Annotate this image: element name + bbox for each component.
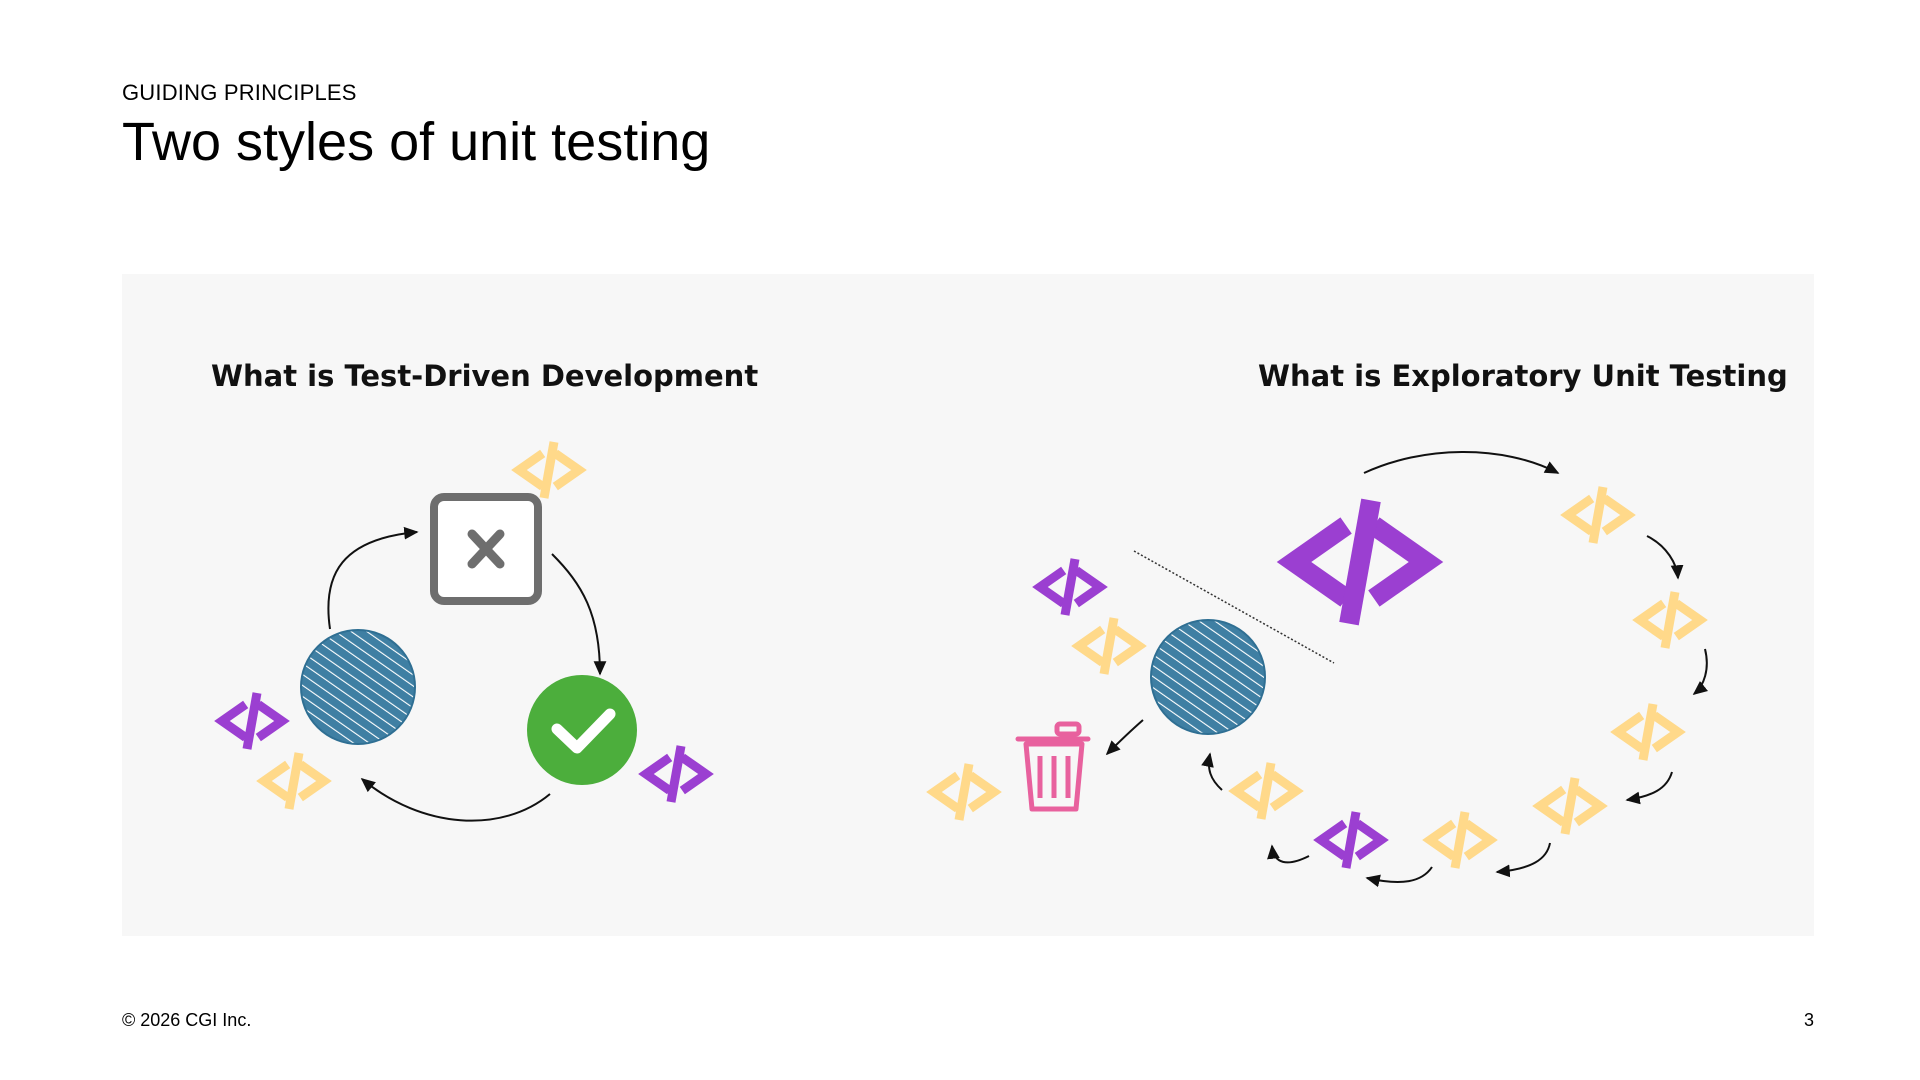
explore-arrow-discard: [1105, 719, 1144, 756]
code-tag-icon: [1568, 487, 1628, 543]
code-tag-icon: [1079, 618, 1139, 674]
explore-arrow: [1692, 648, 1708, 696]
failing-test-icon: [430, 493, 542, 605]
tdd-arrow-2: [551, 553, 607, 676]
code-tag-icon: [519, 442, 579, 498]
footer-copyright: © 2026 CGI Inc.: [122, 1010, 252, 1030]
explore-circle-icon: [1150, 619, 1266, 735]
code-tag-large-icon: [1294, 500, 1426, 623]
explore-arrow: [1201, 752, 1223, 791]
refactor-circle-icon: [300, 629, 416, 745]
explore-arrow: [1365, 866, 1433, 888]
explore-arrow-top: [1363, 451, 1560, 474]
tdd-heading: What is Test-Driven Development: [211, 359, 758, 393]
code-tag-icon: [222, 693, 282, 749]
tdd-arrow-3: [360, 777, 551, 822]
explore-arrow: [1495, 842, 1551, 878]
explore-arrow: [1267, 844, 1310, 864]
illustration-panel: What is Test-Driven Development What is …: [122, 274, 1814, 936]
eyebrow-label: GUIDING PRINCIPLES: [122, 80, 357, 105]
code-tag-icon: [646, 746, 706, 802]
code-tag-icon: [934, 764, 994, 820]
code-tag-icon: [1430, 812, 1490, 868]
trash-icon: [1015, 721, 1091, 812]
page-number: 3: [1803, 1010, 1814, 1030]
code-tag-icon: [1321, 812, 1381, 868]
code-tag-icon: [264, 753, 324, 809]
checkmark-icon: [527, 675, 637, 785]
exploratory-heading: What is Exploratory Unit Testing: [1258, 359, 1788, 393]
page-title: Two styles of unit testing: [122, 112, 711, 172]
code-tag-icon: [1540, 778, 1600, 834]
tdd-arrow-1: [327, 526, 419, 630]
code-tag-icon: [1040, 559, 1100, 615]
explore-arrow: [1646, 535, 1684, 580]
code-tag-icon: [1618, 704, 1678, 760]
illustration-svg: What is Test-Driven Development What is …: [211, 359, 1788, 888]
code-tag-icon: [1640, 592, 1700, 648]
explore-arrow: [1625, 771, 1673, 805]
code-tag-icon: [1236, 763, 1296, 819]
